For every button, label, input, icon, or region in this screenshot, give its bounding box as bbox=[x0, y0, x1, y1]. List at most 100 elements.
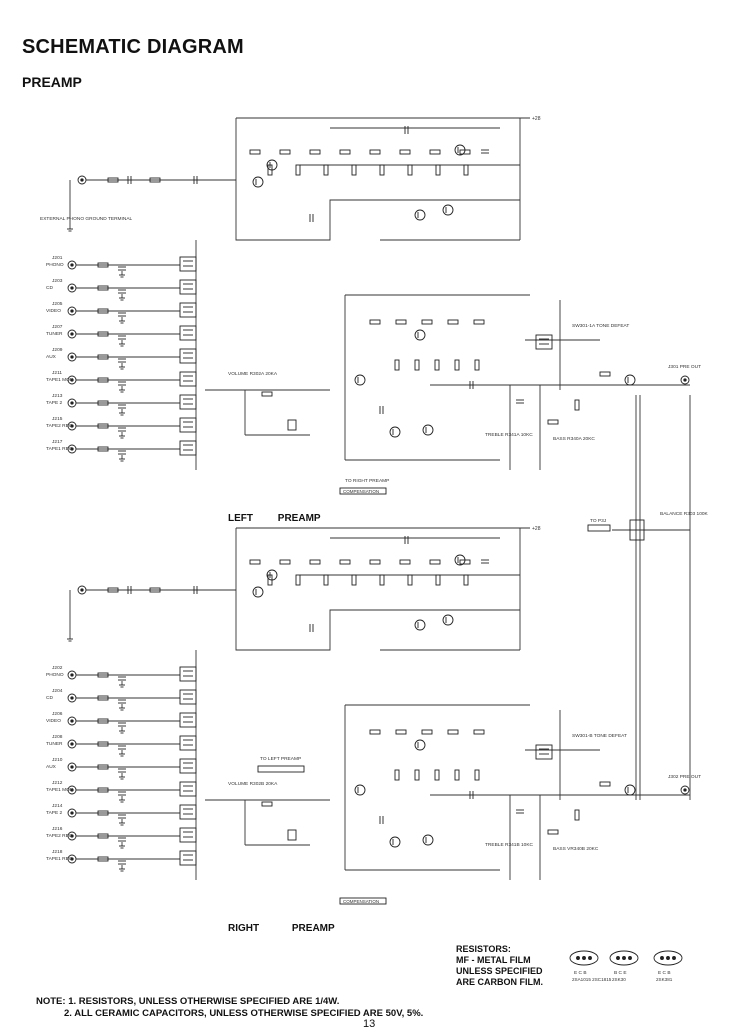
pin-order-label: E C B bbox=[658, 970, 671, 976]
resistor bbox=[574, 809, 580, 821]
compensation-box bbox=[257, 765, 305, 773]
input-jack-label: J217 bbox=[52, 439, 63, 445]
resistor bbox=[395, 319, 407, 325]
selector-switch bbox=[179, 302, 197, 318]
resistor bbox=[97, 331, 109, 337]
resistor bbox=[434, 769, 440, 781]
resistor bbox=[429, 149, 441, 155]
to-p3-label: TO P3J bbox=[590, 518, 607, 524]
resistor bbox=[399, 149, 411, 155]
input-name-label: TAPE 2 bbox=[46, 400, 63, 406]
bass-label: BASS VR340B 20KC bbox=[553, 846, 599, 852]
transistor bbox=[414, 329, 426, 341]
resistor bbox=[97, 672, 109, 678]
resistor bbox=[97, 810, 109, 816]
selector-switch bbox=[179, 758, 197, 774]
input-jack-label: J218 bbox=[52, 849, 63, 855]
resistor bbox=[97, 856, 109, 862]
selector-switch bbox=[535, 744, 553, 760]
legend-line: MF - METAL FILM bbox=[456, 955, 531, 965]
jack-pin bbox=[80, 178, 84, 182]
jack-pin bbox=[70, 834, 74, 838]
jack-pin bbox=[70, 355, 74, 359]
supply-rail-label: +28 bbox=[532, 526, 541, 532]
resistor bbox=[279, 149, 291, 155]
resistor bbox=[599, 781, 611, 787]
selector-switch bbox=[179, 440, 197, 456]
compensation-label: COMPENSATION bbox=[343, 899, 379, 904]
input-name-label: TAPE1 REC bbox=[46, 856, 73, 862]
resistor bbox=[97, 285, 109, 291]
resistor bbox=[295, 574, 301, 586]
selector-switch bbox=[179, 371, 197, 387]
to-left-label: TO LEFT PREAMP bbox=[260, 756, 301, 762]
input-jack-label: J207 bbox=[52, 324, 63, 330]
resistor bbox=[287, 829, 297, 841]
jack-pin bbox=[70, 378, 74, 382]
pin-order-label: B C E bbox=[614, 970, 627, 976]
resistor bbox=[97, 695, 109, 701]
pin-dot bbox=[660, 956, 664, 960]
right-channel-label: RIGHT PREAMP bbox=[228, 923, 335, 934]
selector-switch bbox=[179, 827, 197, 843]
resistor bbox=[279, 559, 291, 565]
resistor bbox=[97, 377, 109, 383]
jack-pin bbox=[70, 401, 74, 405]
resistor bbox=[421, 319, 433, 325]
transistor bbox=[354, 374, 366, 386]
resistor bbox=[454, 769, 460, 781]
transistor bbox=[624, 374, 636, 386]
resistor bbox=[97, 262, 109, 268]
resistor bbox=[267, 574, 273, 586]
resistor bbox=[295, 164, 301, 176]
selector-switch bbox=[179, 666, 197, 682]
selector-switch bbox=[179, 781, 197, 797]
treble-label: TREBLE R341B 10KC bbox=[485, 842, 534, 848]
resistor bbox=[323, 574, 329, 586]
input-name-label: AUX bbox=[46, 764, 57, 770]
resistor bbox=[463, 164, 469, 176]
resistor bbox=[261, 391, 273, 397]
input-jack-icon bbox=[77, 175, 87, 185]
to-p3-box bbox=[587, 524, 611, 532]
resistor bbox=[435, 164, 441, 176]
input-name-label: TAPE1 MON bbox=[46, 787, 74, 793]
resistor bbox=[399, 559, 411, 565]
jack-pin bbox=[683, 788, 687, 792]
resistor bbox=[459, 149, 471, 155]
resistor bbox=[351, 574, 357, 586]
selector-switch bbox=[179, 417, 197, 433]
resistor bbox=[149, 587, 161, 593]
input-name-label: VIDEO bbox=[46, 718, 61, 724]
input-jack-label: J205 bbox=[52, 301, 63, 307]
resistor bbox=[407, 164, 413, 176]
input-jack-icon bbox=[67, 444, 77, 454]
jack-pin bbox=[70, 263, 74, 267]
pin-order-label: E C B bbox=[574, 970, 587, 976]
jack-pin bbox=[70, 811, 74, 815]
input-jack-label: J206 bbox=[52, 711, 63, 717]
input-jack-icon bbox=[67, 421, 77, 431]
resistor bbox=[454, 359, 460, 371]
jack-pin bbox=[70, 286, 74, 290]
jack-pin bbox=[70, 742, 74, 746]
balance-label: BALANCE R303 100K bbox=[660, 511, 709, 517]
input-jack-icon bbox=[67, 352, 77, 362]
input-jack-icon bbox=[67, 306, 77, 316]
input-jack-icon bbox=[67, 739, 77, 749]
input-name-label: AUX bbox=[46, 354, 57, 360]
legend-resistors: RESISTORS: MF - METAL FILM UNLESS SPECIF… bbox=[456, 944, 543, 988]
input-name-label: TAPE2 REC bbox=[46, 423, 73, 429]
input-jack-icon bbox=[67, 283, 77, 293]
selector-switch bbox=[179, 348, 197, 364]
resistor bbox=[421, 729, 433, 735]
input-jack-icon bbox=[67, 375, 77, 385]
resistor bbox=[547, 419, 559, 425]
transistor-package-icon bbox=[569, 950, 599, 966]
selector-switch bbox=[179, 279, 197, 295]
selector-switch bbox=[179, 735, 197, 751]
wire bbox=[235, 118, 520, 241]
resistor bbox=[459, 559, 471, 565]
input-name-label: VIDEO bbox=[46, 308, 61, 314]
